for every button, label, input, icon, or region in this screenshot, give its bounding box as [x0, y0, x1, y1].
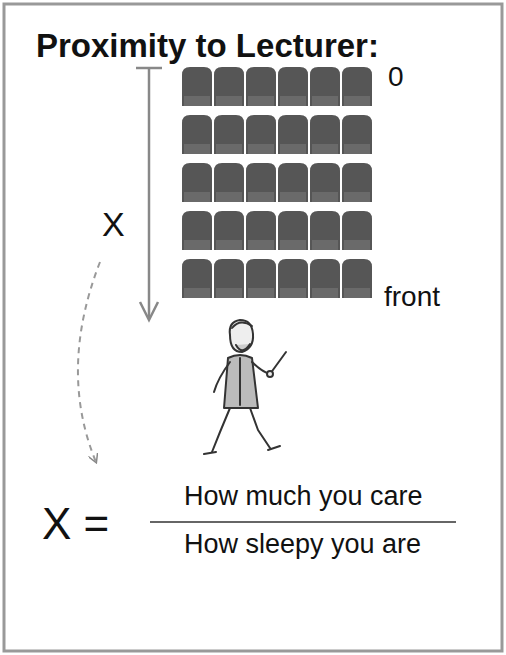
- fraction-numerator: How much you care: [184, 482, 423, 512]
- lecturer-figure: [204, 320, 286, 454]
- dashed-curve-arrow: [78, 262, 100, 462]
- distance-arrow: [136, 68, 162, 320]
- fraction-denominator: How sleepy you are: [184, 530, 421, 560]
- row-label: front: [384, 282, 440, 313]
- panel-title: Proximity to Lecturer:: [36, 28, 379, 64]
- panel-frame: [4, 4, 502, 651]
- row-number: 0: [388, 62, 404, 93]
- fraction-bar: [150, 521, 456, 523]
- seat-rows: [182, 67, 372, 298]
- formula-variable: X =: [42, 500, 109, 548]
- variable-label: X: [102, 206, 125, 243]
